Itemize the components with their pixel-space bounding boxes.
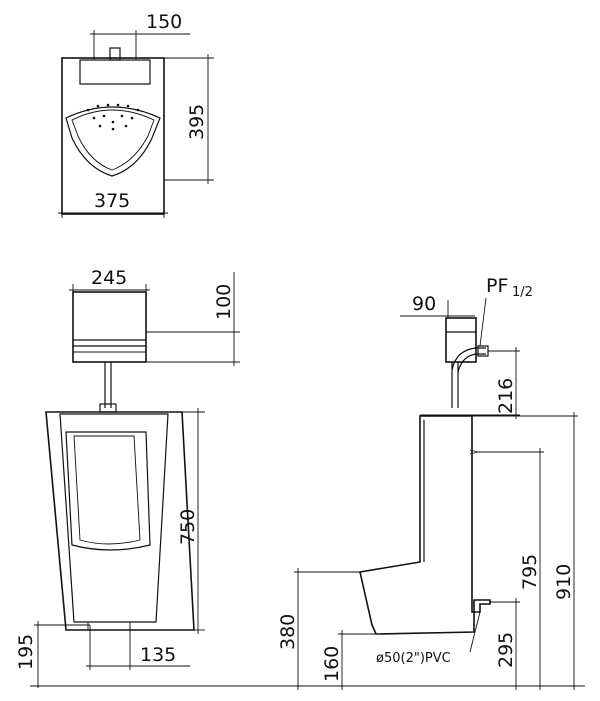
top-view-valve-box	[79, 59, 151, 85]
side-flush-pipe	[451, 362, 459, 408]
dim-front-750: 750	[177, 509, 199, 545]
dim-side-380: 380	[277, 614, 299, 650]
dim-front-100: 100	[213, 284, 235, 320]
spray-holes	[86, 103, 140, 131]
dim-top-height-395: 395	[186, 104, 208, 140]
dim-side-160: 160	[321, 646, 343, 682]
label-pf-leader	[479, 297, 487, 347]
front-bowl	[65, 431, 151, 551]
label-pvc: ø50(2")PVC	[376, 651, 451, 666]
dim-side-910: 910	[553, 564, 575, 600]
top-view: 150 395 375	[58, 11, 214, 218]
dim-side-90: 90	[412, 293, 436, 315]
front-valve-box	[72, 291, 147, 363]
dim-front-135: 135	[140, 644, 176, 666]
dim-side-216: 216	[495, 378, 517, 414]
side-valve-box	[445, 317, 477, 363]
label-pf-size: 1/2	[512, 285, 533, 300]
dim-front-245: 245	[91, 267, 127, 289]
top-view-outline	[61, 57, 165, 215]
dim-front-195: 195	[15, 634, 37, 670]
dim-side-295: 295	[495, 632, 517, 668]
dim-top-width-150: 150	[146, 11, 182, 33]
top-view-bowl	[65, 106, 161, 177]
front-view: 245 100 750 195 135	[15, 267, 240, 688]
side-body	[359, 415, 491, 635]
front-body	[45, 411, 195, 631]
top-view-valve-stem	[109, 47, 121, 61]
side-view: 90 PF 1/2 216 910 795 380 160 ø50(2")PVC…	[277, 275, 578, 690]
dim-top-width-375: 375	[94, 190, 130, 212]
top-view-bowl-inner	[71, 109, 155, 171]
label-pvc-leader	[469, 611, 481, 653]
label-pf: PF	[486, 275, 508, 297]
dim-side-795: 795	[519, 554, 541, 590]
